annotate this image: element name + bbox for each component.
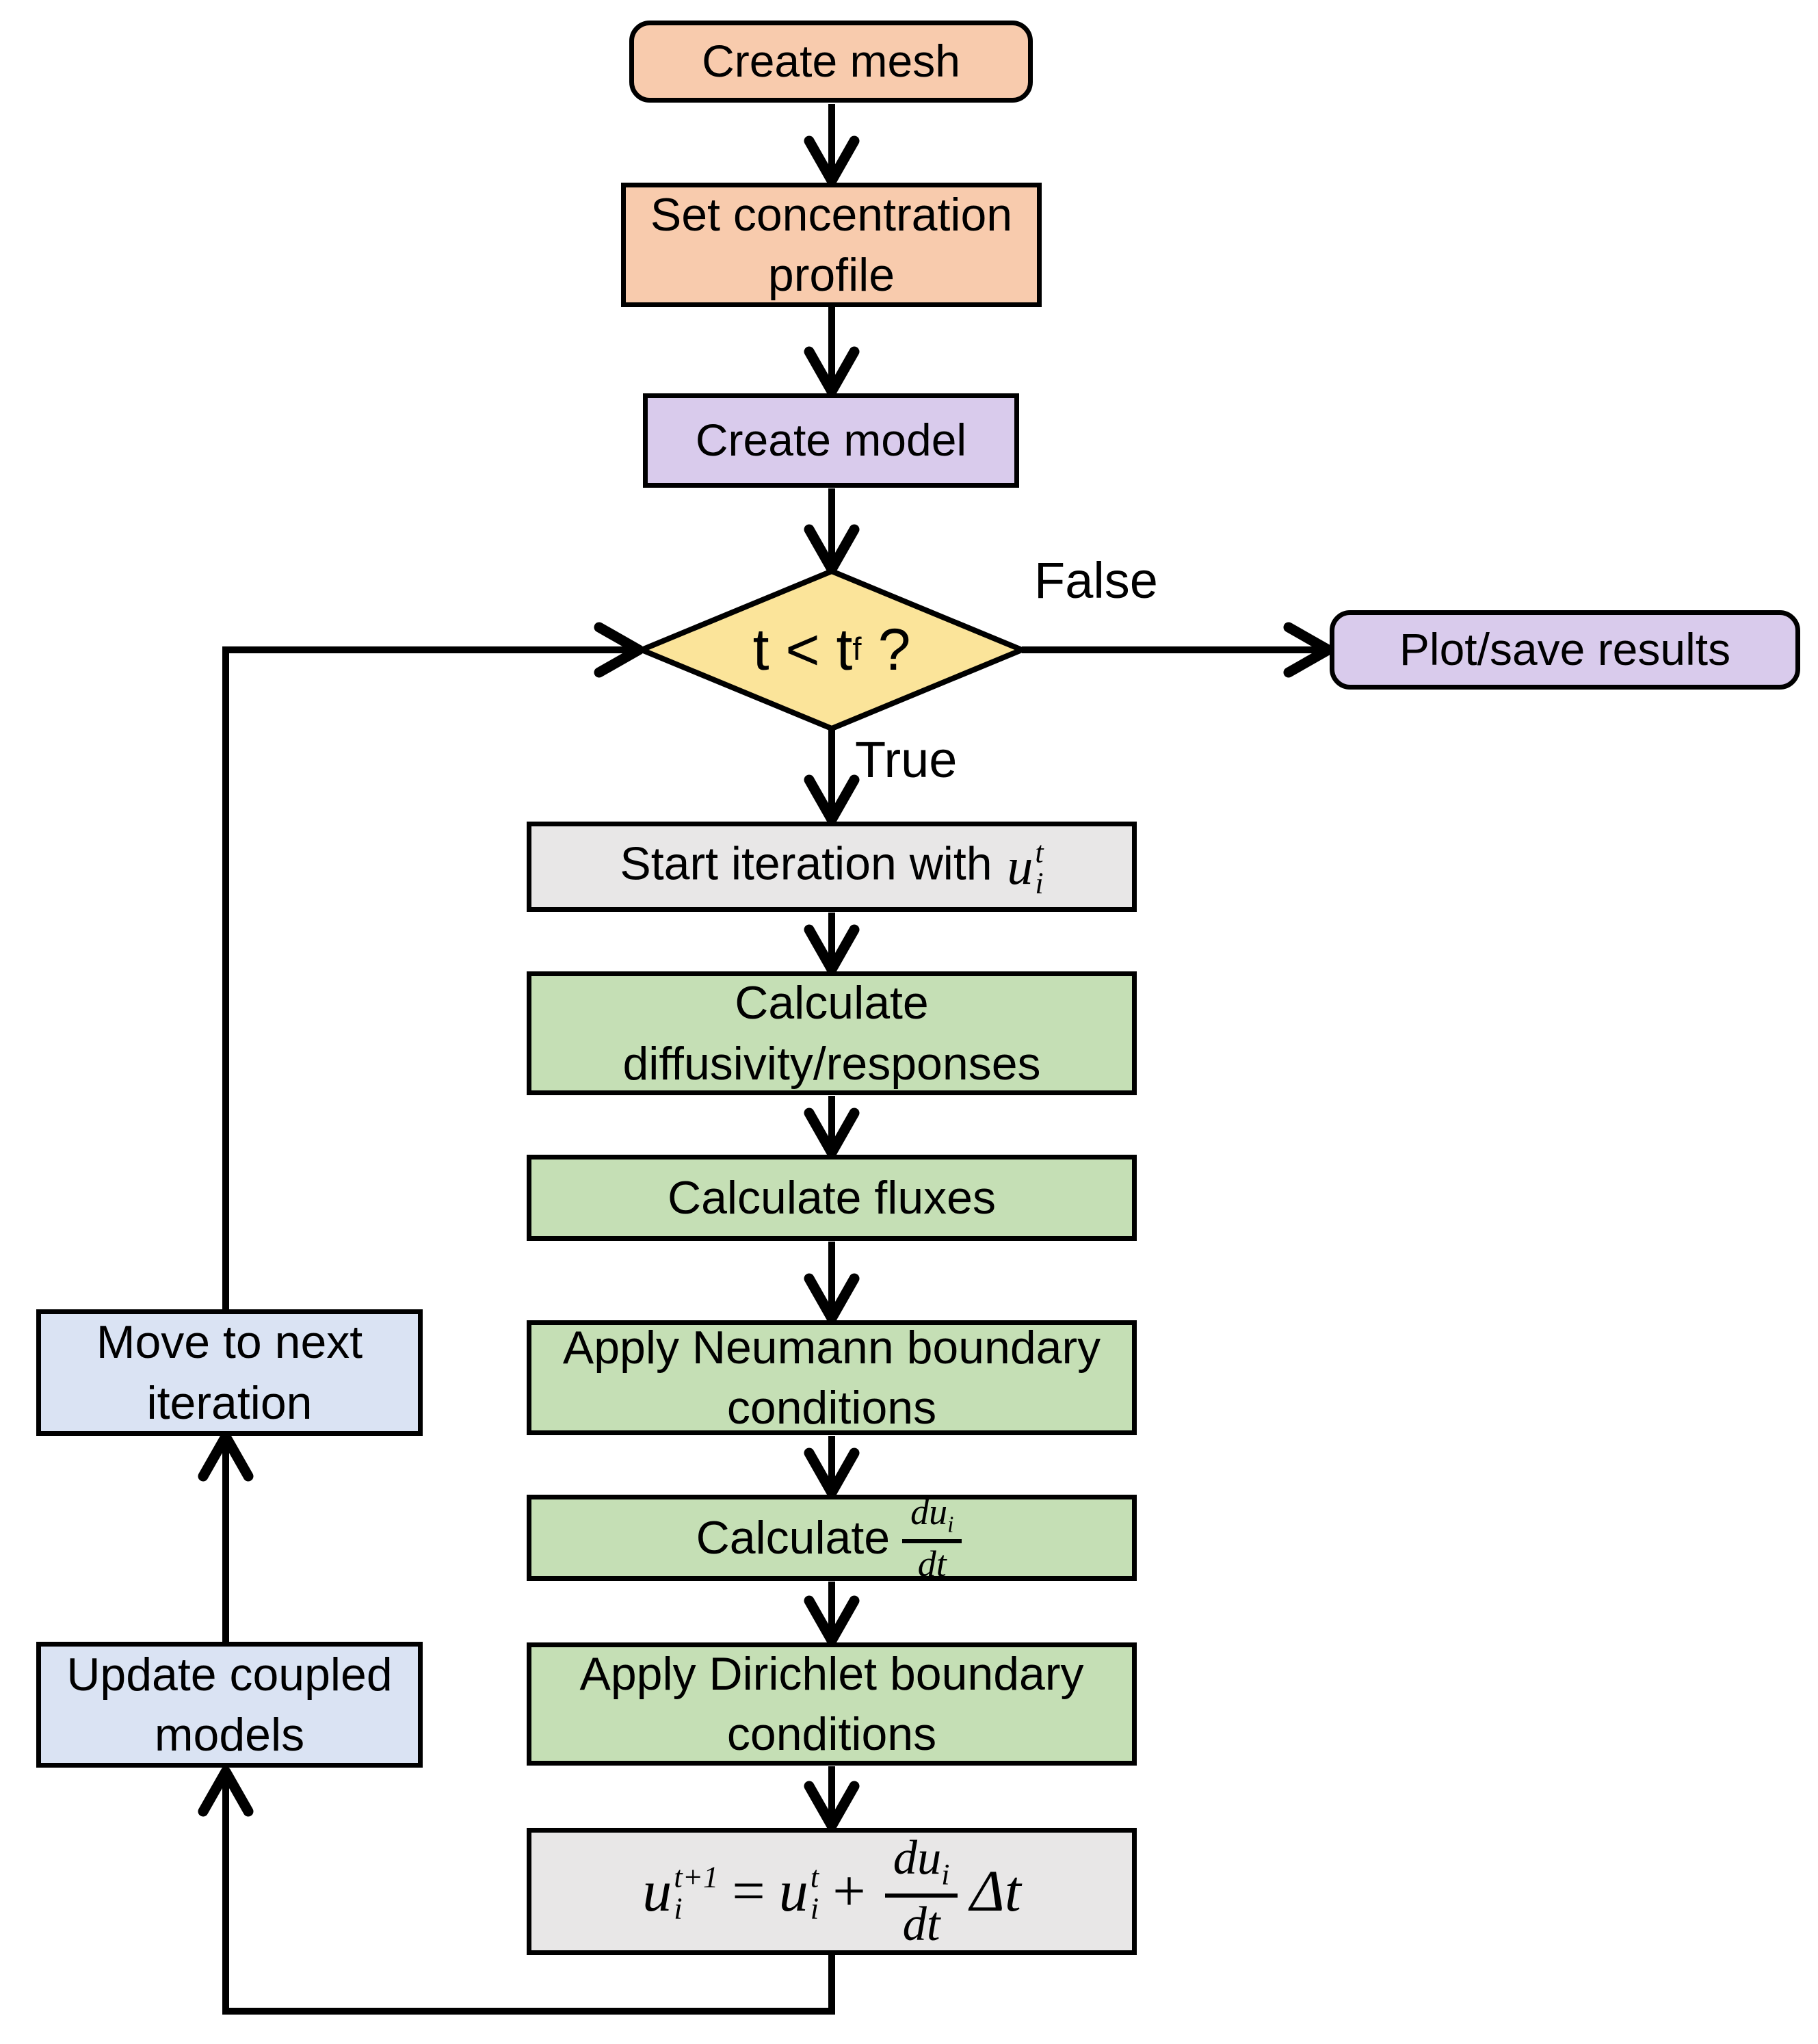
node-label: profile: [767, 249, 895, 301]
node-label: Plot/save results: [1399, 624, 1731, 675]
node-label: Set concentration: [650, 188, 1013, 241]
edge-loop-bottom-to-update-coupled: [198, 1766, 835, 2015]
node-label: conditions: [726, 1708, 937, 1760]
node-calculate-diffusivity-responses: Calculate diffusivity/responses: [527, 971, 1137, 1095]
node-label: models: [154, 1709, 305, 1761]
node-apply-neumann-bc: Apply Neumann boundary conditions: [527, 1320, 1137, 1435]
node-update-coupled-models: Update coupled models: [36, 1642, 423, 1768]
label-false: False: [1034, 552, 1158, 609]
node-label: diffusivity/responses: [622, 1037, 1041, 1090]
node-plot-save-results: Plot/save results: [1330, 610, 1800, 690]
node-label: Move to next: [96, 1316, 363, 1369]
edge-move-next-to-decision: [222, 622, 644, 1309]
node-label: Update coupled: [66, 1648, 393, 1701]
label-true: True: [855, 731, 958, 788]
node-apply-dirichlet-bc: Apply Dirichlet boundary conditions: [527, 1642, 1137, 1766]
node-create-mesh: Create mesh: [629, 21, 1033, 103]
decision-diamond-shape: [634, 568, 1029, 732]
node-label: Apply Dirichlet boundary: [579, 1647, 1084, 1700]
node-label: conditions: [726, 1382, 937, 1434]
node-label: Calculate: [735, 977, 929, 1030]
node-label: Apply Neumann boundary: [562, 1321, 1101, 1374]
node-create-model: Create model: [643, 393, 1019, 488]
node-label: iteration: [146, 1376, 313, 1429]
node-calculate-fluxes: Calculate fluxes: [527, 1155, 1137, 1241]
node-set-concentration-profile: Set concentration profile: [621, 183, 1042, 307]
decision-lhs: t < t: [752, 617, 853, 683]
node-label: Create mesh: [702, 36, 960, 87]
decision-question-mark: ?: [878, 617, 911, 683]
node-move-to-next-iteration: Move to next iteration: [36, 1309, 423, 1436]
decision-subscript: f: [852, 631, 862, 668]
node-label: Create model: [695, 415, 967, 466]
node-label: Calculate fluxes: [667, 1171, 997, 1224]
